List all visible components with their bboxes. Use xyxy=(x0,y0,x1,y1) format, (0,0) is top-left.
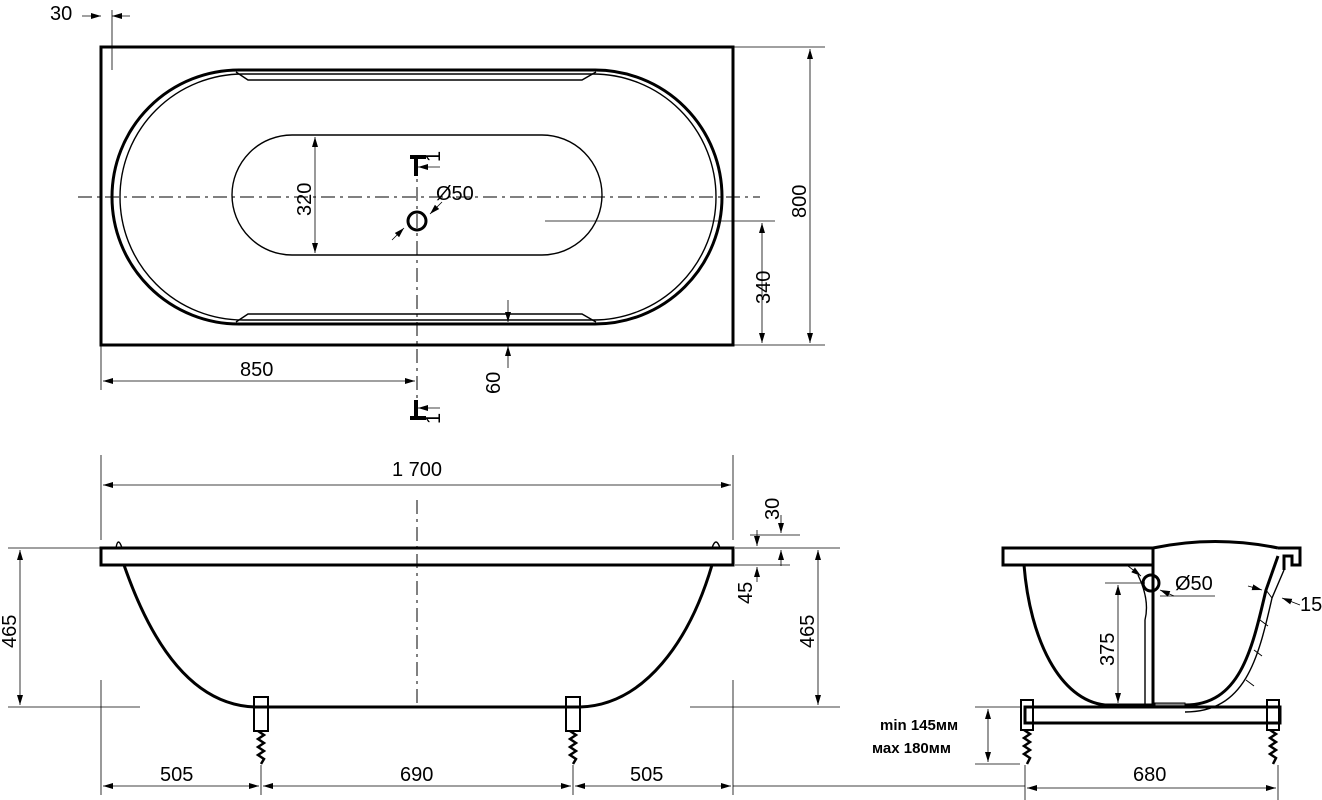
dim-drain-section-label: Ø50 xyxy=(1175,573,1213,595)
section-overflow-pipe xyxy=(1137,574,1148,705)
leg-right xyxy=(565,696,581,765)
dim-leg-left-offset-label: 505 xyxy=(160,764,193,786)
dim-drain-offset-edge-label: 340 xyxy=(753,271,775,304)
drain-leader-left xyxy=(391,227,405,241)
section-drain-leader-left xyxy=(1127,565,1142,577)
section-leg-left xyxy=(1021,728,1033,765)
leg-max-label: мах 180мм xyxy=(872,740,951,757)
section-view: Ø50 375 15 min 145мм мах 180мм 680 xyxy=(872,540,1322,800)
section-marker-top-label: 1 xyxy=(423,151,445,162)
section-rim-left xyxy=(1001,546,1155,567)
top-view-outer-rim xyxy=(99,45,735,347)
dim-leg-spacing-label: 690 xyxy=(400,764,433,786)
side-view-nub-left xyxy=(115,541,123,549)
section-frame-bracket-left xyxy=(1020,699,1034,731)
side-view: 1 700 465 465 30 45 xyxy=(0,455,1025,795)
leg-left xyxy=(253,696,269,765)
top-view-armrest-top xyxy=(235,71,597,81)
drain-leader-right xyxy=(429,201,443,215)
dim-total-width-label: 800 xyxy=(789,185,811,218)
leg-min-label: min 145мм xyxy=(880,717,958,734)
dim-frame-width-label: 680 xyxy=(1133,764,1166,786)
section-marker-top-icon xyxy=(410,155,426,176)
top-view: Ø50 1 1 30 800 320 340 850 60 xyxy=(50,3,825,424)
section-basin-right-outer xyxy=(1184,555,1280,707)
dim-rim-offset-label: 30 xyxy=(50,3,72,25)
section-frame-bracket-right xyxy=(1266,699,1280,731)
drain-diameter-top-label: Ø50 xyxy=(436,183,474,205)
dim-height-left-label: 465 xyxy=(0,615,21,648)
dim-15-arrow-right xyxy=(1281,597,1301,606)
dim-wall-thickness-label: 15 xyxy=(1300,594,1322,616)
section-frame xyxy=(1023,705,1282,725)
dim-bottom-offset-label: 60 xyxy=(483,372,505,394)
section-basin-right-inner xyxy=(1184,569,1285,713)
dim-rim-height-side-label: 30 xyxy=(762,498,784,520)
dim-15-arrow-left xyxy=(1247,584,1263,591)
section-drain-leader-right xyxy=(1159,589,1175,597)
section-top-curve xyxy=(1152,540,1279,550)
side-view-nub-right xyxy=(711,541,721,549)
dim-inner-bottom-label: 320 xyxy=(294,183,316,216)
dim-drain-offset-length-label: 850 xyxy=(240,359,273,381)
section-hatching xyxy=(1245,589,1273,687)
section-leg-right xyxy=(1267,728,1279,765)
section-rim-right xyxy=(1278,546,1302,570)
top-view-armrest-bottom xyxy=(235,313,597,323)
top-view-basin-inner xyxy=(119,73,717,321)
section-marker-bottom-icon xyxy=(410,400,426,420)
drain-hole-section xyxy=(1141,573,1161,593)
dim-rim-thickness-side-label: 45 xyxy=(735,582,757,604)
dim-total-length-label: 1 700 xyxy=(392,459,442,481)
section-marker-bottom-label: 1 xyxy=(423,413,445,424)
dim-leg-right-offset-label: 505 xyxy=(630,764,663,786)
drain-hole-top xyxy=(406,210,428,232)
side-view-basin xyxy=(122,564,714,709)
section-basin-left xyxy=(1022,564,1155,707)
dim-drain-height-label: 375 xyxy=(1097,633,1119,666)
dim-height-right-label: 465 xyxy=(797,615,819,648)
